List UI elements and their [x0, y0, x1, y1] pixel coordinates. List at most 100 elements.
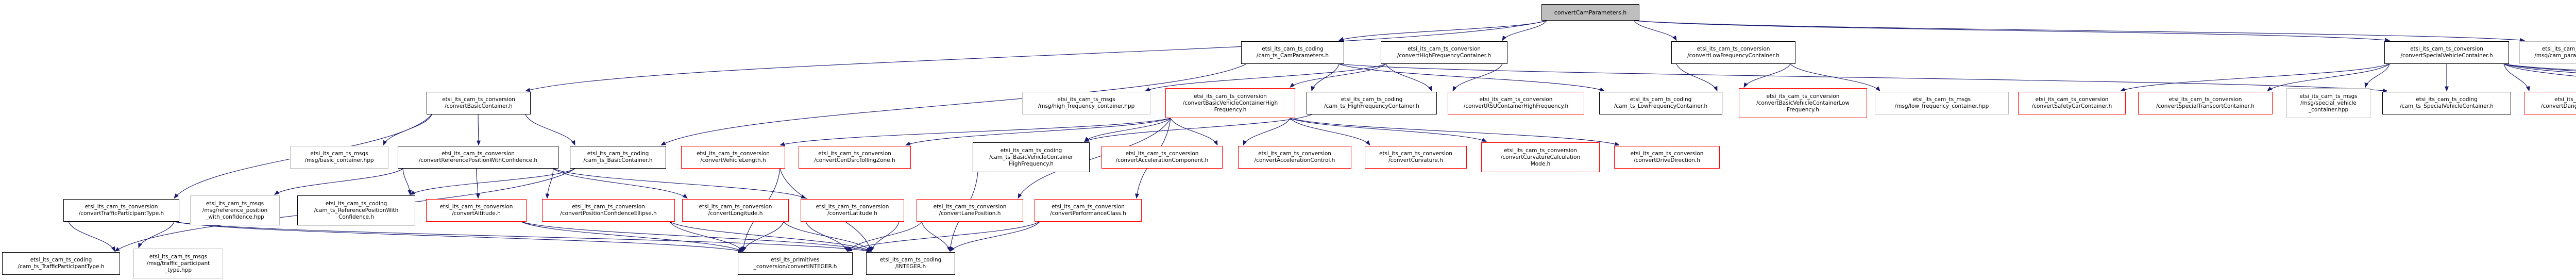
- node-cam-ts-BasicVehicleContainerHighFrequency-h[interactable]: etsi_its_cam_ts_coding/cam_ts_BasicVehic…: [973, 142, 1090, 172]
- edge-convertTrafficParticipantType-h-to-traffic-participant-type-hpp: [138, 221, 175, 249]
- node-convertCurvature-h[interactable]: etsi_its_cam_ts_conversion/convertCurvat…: [1365, 146, 1467, 169]
- node-label-line: Mode.h: [1530, 160, 1551, 167]
- node-label-line: etsi_its_cam_ts_coding: [1262, 46, 1324, 52]
- node-convertDriveDirection-h[interactable]: etsi_its_cam_ts_conversion/convertDriveD…: [1614, 146, 1720, 169]
- edge-convertLanePosition-h-to-convertINTEGER-h: [847, 221, 922, 252]
- node-convertBasicVehicleContainerHighFrequency-h[interactable]: etsi_its_cam_ts_conversion/convertBasicV…: [1165, 88, 1295, 118]
- node-label-line: /convertCenDsrcTollingZone.h: [814, 157, 895, 163]
- node-cam-ts-BasicContainer-h[interactable]: etsi_its_cam_ts_coding/cam_ts_BasicConta…: [570, 146, 666, 169]
- edge-convertLanePosition-h-to-INTEGER-h: [921, 221, 951, 252]
- edge-convertReferencePositionWithConfidence-h-to-convertLatitude-h: [553, 168, 806, 199]
- node-label-line: /convertAccelerationControl.h: [1254, 157, 1335, 163]
- node-label-line: etsi_its_cam_ts_conversion: [2168, 96, 2242, 103]
- node-convertCurvatureCalculationMode-h[interactable]: etsi_its_cam_ts_conversion/convertCurvat…: [1481, 142, 1600, 172]
- node-label-line: etsi_its_cam_ts_coding: [30, 257, 92, 263]
- node-convertAccelerationComponent-h[interactable]: etsi_its_cam_ts_conversion/convertAccele…: [1101, 146, 1223, 169]
- node-label-line: /convertCurvatureCalculation: [1500, 154, 1581, 160]
- node-convertPositionConfidenceEllipse-h[interactable]: etsi_its_cam_ts_conversion/convertPositi…: [542, 199, 675, 222]
- node-convertSpecialTransportContainer-h[interactable]: etsi_its_cam_ts_conversion/convertSpecia…: [2138, 92, 2273, 114]
- node-label-line: _conversion/convertINTEGER.h: [753, 263, 837, 270]
- edge-convertCamParameters-h-to-convertBasicContainer-h: [525, 20, 1547, 92]
- node-special-vehicle-container-hpp[interactable]: etsi_its_cam_ts_msgs/msg/special_vehicle…: [2286, 88, 2370, 118]
- node-label-line: etsi_its_cam_ts_msgs: [2299, 93, 2358, 100]
- node-convertSafetyCarContainer-h[interactable]: etsi_its_cam_ts_conversion/convertSafety…: [2018, 92, 2126, 114]
- edge-convertBasicVehicleContainerHighFrequency-h-to-convertCenDsrcTollingZone-h: [905, 118, 1171, 146]
- node-cam-ts-TrafficParticipantType-h[interactable]: etsi_its_cam_ts_coding/cam_ts_TrafficPar…: [2, 252, 120, 275]
- node-reference-position-with-confidence-hpp[interactable]: etsi_its_cam_ts_msgs/msg/reference_posit…: [190, 195, 280, 225]
- node-label-line: Confidence.h: [338, 213, 375, 220]
- node-label-line: /convertAccelerationComponent.h: [1115, 157, 1209, 163]
- node-cam-ts-HighFrequencyContainer-h[interactable]: etsi_its_cam_ts_coding/cam_ts_HighFreque…: [1307, 92, 1437, 114]
- node-convertVehicleLength-h[interactable]: etsi_its_cam_ts_conversion/convertVehicl…: [681, 146, 785, 169]
- node-label-line: /convertSpecialTransportContainer.h: [2156, 103, 2255, 109]
- node-label-line: etsi_its_cam_ts_conversion: [1052, 204, 1125, 210]
- node-convertSpecialVehicleContainer-h[interactable]: etsi_its_cam_ts_conversion/convertSpecia…: [2384, 41, 2509, 64]
- edge-convertHighFrequencyContainer-h-to-convertRSUContainerHighFrequency-h: [1452, 63, 1503, 92]
- node-label-line: /msg/high_frequency_container.hpp: [1038, 103, 1135, 109]
- node-low-frequency-container-hpp[interactable]: etsi_its_cam_ts_msgs/msg/low_frequency_c…: [1875, 92, 2009, 114]
- node-label-line: /convertSafetyCarContainer.h: [2031, 103, 2112, 109]
- node-label-line: etsi_its_cam_ts_conversion: [1408, 46, 1481, 52]
- node-convertHighFrequencyContainer-h[interactable]: etsi_its_cam_ts_conversion/convertHighFr…: [1381, 41, 1507, 64]
- node-label-line: /convertRSUContainerHighFrequency.h: [1463, 103, 1569, 109]
- edge-cam-ts-HighFrequencyContainer-h-to-cam-ts-BasicVehicleContainerHighFrequency-h: [1084, 114, 1312, 142]
- node-label-line: /cam_ts_LowFrequencyContainer.h: [1614, 103, 1708, 109]
- edge-convertCamParameters-h-to-convertLowFrequencyContainer-h: [1634, 20, 1677, 41]
- node-cam-ts-SpecialVehicleContainer-h[interactable]: etsi_its_cam_ts_coding/cam_ts_SpecialVeh…: [2382, 92, 2511, 114]
- node-label-line: /INTEGER.h: [895, 263, 926, 270]
- node-label-line: etsi_its_cam_ts_coding: [587, 151, 649, 157]
- node-label-line: _container.hpp: [2308, 106, 2349, 113]
- node-label-line: /cam_ts_HighFrequencyContainer.h: [1324, 103, 1419, 109]
- node-convertCamParameters-h[interactable]: convertCamParameters.h: [1541, 4, 1639, 21]
- node-label-line: etsi_its_cam_ts_conversion: [1258, 151, 1331, 157]
- node-label-line: /convertPerformanceClass.h: [1050, 210, 1126, 217]
- node-label-line: /cam_ts_SpecialVehicleContainer.h: [2400, 103, 2494, 109]
- node-basic-container-hpp[interactable]: etsi_its_cam_ts_msgs/msg/basic_container…: [290, 146, 388, 169]
- node-label-line: etsi_its_cam_ts_coding: [1630, 96, 1692, 103]
- node-convertINTEGER-h[interactable]: etsi_its_primitives_conversion/convertIN…: [738, 252, 853, 275]
- node-convertRSUContainerHighFrequency-h[interactable]: etsi_its_cam_ts_conversion/convertRSUCon…: [1448, 92, 1584, 114]
- node-cam-ts-LowFrequencyContainer-h[interactable]: etsi_its_cam_ts_coding/cam_ts_LowFrequen…: [1599, 92, 1722, 114]
- node-label-line: etsi_its_cam_ts_conversion: [1379, 151, 1452, 157]
- node-label-line: etsi_its_cam_ts_conversion: [1766, 93, 1840, 100]
- node-convertPerformanceClass-h[interactable]: etsi_its_cam_ts_conversion/convertPerfor…: [1035, 199, 1142, 222]
- node-traffic-participant-type-hpp[interactable]: etsi_its_cam_ts_msgs/msg/traffic_partici…: [133, 249, 223, 278]
- node-convertBasicVehicleContainerLowFrequency-h[interactable]: etsi_its_cam_ts_conversion/convertBasicV…: [1739, 88, 1867, 118]
- node-convertLatitude-h[interactable]: etsi_its_cam_ts_conversion/convertLatitu…: [801, 199, 904, 222]
- edge-cam-ts-CamParameters-h-to-cam-ts-LowFrequencyContainer-h: [1338, 63, 1605, 92]
- node-label-line: /msg/basic_container.hpp: [304, 157, 374, 163]
- node-convertLowFrequencyContainer-h[interactable]: etsi_its_cam_ts_conversion/convertLowFre…: [1671, 41, 1795, 64]
- node-label-line: /convertSpecialVehicleContainer.h: [2400, 53, 2493, 59]
- node-label-line: etsi_its_cam_ts_conversion: [84, 204, 158, 210]
- node-label-line: etsi_its_cam_ts_coding: [879, 257, 942, 263]
- node-convertAltitude-h[interactable]: etsi_its_cam_ts_conversion/convertAltitu…: [426, 199, 527, 222]
- node-label-line: /convertDriveDirection.h: [1634, 157, 1700, 163]
- edge-convertReferencePositionWithConfidence-h-to-reference-position-with-confidence-hpp: [274, 168, 403, 195]
- node-label-line: /convertHighFrequencyContainer.h: [1397, 53, 1492, 59]
- node-label-line: etsi_its_cam_ts_conversion: [699, 204, 772, 210]
- node-label-line: /msg/low_frequency_container.hpp: [1894, 103, 1989, 109]
- node-convertDangerousGoodsContainer-h[interactable]: etsi_its_cam_ts_conversion/convertDanger…: [2524, 92, 2576, 114]
- node-convertLanePosition-h[interactable]: etsi_its_cam_ts_conversion/convertLanePo…: [917, 199, 1023, 222]
- node-cam-parameters-hpp[interactable]: etsi_its_cam_ts_msgs/msg/cam_parameters.…: [2519, 41, 2576, 64]
- node-label-line: etsi_its_cam_ts_conversion: [2035, 96, 2109, 103]
- node-convertCenDsrcTollingZone-h[interactable]: etsi_its_cam_ts_conversion/convertCenDsr…: [799, 146, 911, 169]
- node-convertAccelerationControl-h[interactable]: etsi_its_cam_ts_conversion/convertAccele…: [1238, 146, 1351, 169]
- node-convertBasicContainer-h[interactable]: etsi_its_cam_ts_conversion/convertBasicC…: [427, 92, 531, 114]
- node-label-line: /cam_ts_ReferencePositionWith: [314, 207, 399, 213]
- edge-cam-ts-BasicContainer-h-to-cam-ts-ReferencePositionWithConfidence-h: [410, 168, 575, 195]
- node-convertReferencePositionWithConfidence-h[interactable]: etsi_its_cam_ts_conversion/convertRefere…: [398, 146, 558, 169]
- node-convertTrafficParticipantType-h[interactable]: etsi_its_cam_ts_conversion/convertTraffi…: [63, 199, 179, 222]
- node-convertLongitude-h[interactable]: etsi_its_cam_ts_conversion/convertLongit…: [682, 199, 789, 222]
- node-high-frequency-container-hpp[interactable]: etsi_its_cam_ts_msgs/msg/high_frequency_…: [1022, 92, 1150, 114]
- node-label-line: /convertBasicContainer.h: [445, 103, 513, 109]
- node-label-line: etsi_its_cam_ts_conversion: [2410, 46, 2483, 52]
- node-cam-ts-CamParameters-h[interactable]: etsi_its_cam_ts_coding/cam_ts_CamParamet…: [1241, 41, 1344, 64]
- node-cam-ts-ReferencePositionWithConfidence-h[interactable]: etsi_its_cam_ts_coding/cam_ts_ReferenceP…: [297, 195, 415, 225]
- edge-convertBasicVehicleContainerHighFrequency-h-to-convertAccelerationComponent-h: [1170, 118, 1218, 146]
- node-label-line: etsi_its_cam_ts_coding: [1341, 96, 1403, 103]
- node-INTEGER-h[interactable]: etsi_its_cam_ts_coding/INTEGER.h: [866, 252, 955, 275]
- node-label-line: /msg/cam_parameters.hpp: [2534, 53, 2576, 59]
- edge-convertHighFrequencyContainer-h-to-convertBasicVehicleContainerHighFrequency-h: [1290, 63, 1386, 88]
- node-label-line: /convertAltitude.h: [452, 210, 501, 217]
